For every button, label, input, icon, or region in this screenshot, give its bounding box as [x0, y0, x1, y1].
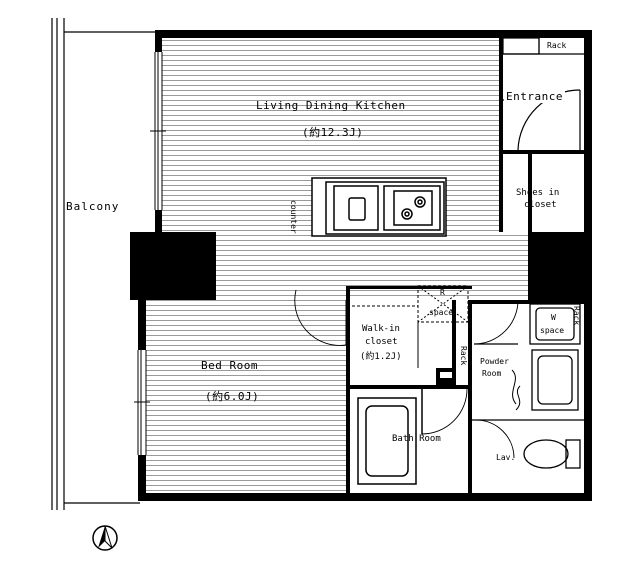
room-label-bedroom: Bed Room: [201, 359, 258, 372]
hatched-floors: [146, 38, 528, 493]
bathtub: [357, 388, 468, 485]
room-label-entrance: Entrance: [504, 90, 565, 103]
walkin-size: (約1.2J): [360, 352, 402, 362]
bedroom-door: [294, 289, 347, 346]
room-label-bath: Bath Room: [392, 434, 441, 444]
shoes-closet-label-1: Shoes in: [516, 188, 560, 198]
rack-label-small: Rack: [572, 306, 581, 326]
room-size-bedroom: (約6.0J): [205, 390, 260, 403]
room-label-ldk: Living Dining Kitchen: [256, 99, 406, 112]
closet-details: [352, 285, 469, 368]
room-label-lav: Lav.: [496, 453, 516, 462]
interior-walls: [146, 38, 584, 493]
rack-label-top: Rack: [547, 41, 567, 50]
powder-label-2: Room: [482, 369, 502, 378]
shoes-closet-label-2: closet: [524, 200, 557, 210]
powder-room-fixtures: [473, 299, 581, 411]
entrance-area: [502, 37, 584, 151]
counter-label: counter: [289, 200, 298, 234]
w-space-label-1: W: [551, 313, 556, 322]
room-size-ldk: (約12.3J): [302, 126, 364, 139]
rack-label-mid: Rack: [459, 346, 468, 366]
r-space-label-1: R: [440, 288, 445, 297]
windows: [134, 52, 166, 455]
kitchen-counter: [311, 177, 447, 237]
walkin-label-1: Walk-in: [362, 324, 400, 334]
toilet: [472, 419, 584, 469]
north-arrow-icon: [92, 525, 118, 551]
w-space-label-2: space: [540, 326, 565, 335]
powder-label-1: Powder: [480, 357, 509, 366]
r-space-label-2: space: [429, 308, 454, 317]
balcony-rail: [51, 18, 155, 510]
walkin-label-2: closet: [365, 337, 398, 347]
room-label-balcony: Balcony: [66, 200, 120, 213]
